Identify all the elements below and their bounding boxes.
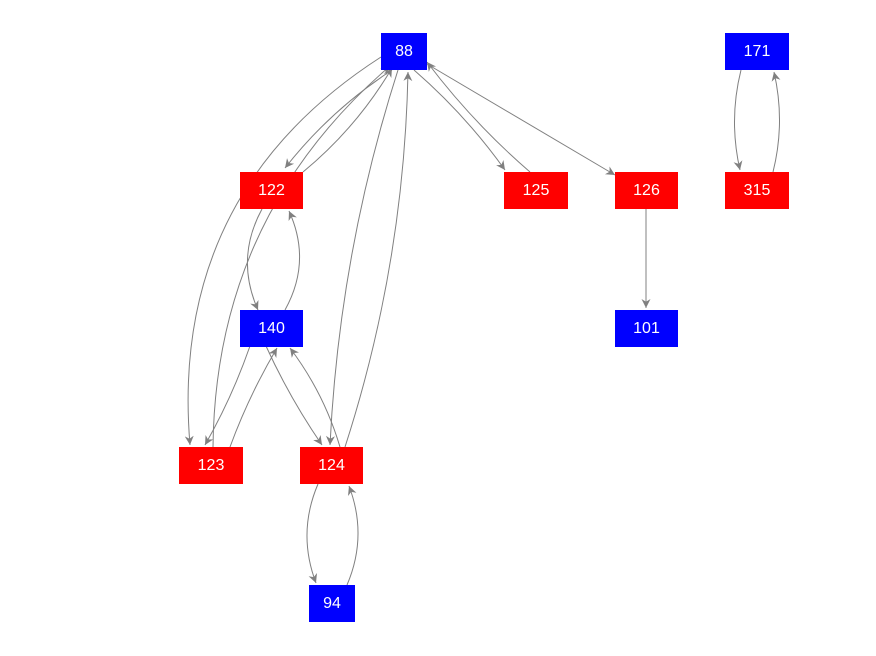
node-124[interactable]: 124: [300, 447, 363, 484]
node-94[interactable]: 94: [309, 585, 355, 622]
edge-88-to-123: [184, 56, 382, 446]
node-101[interactable]: 101: [615, 310, 678, 347]
edge-124-to-94: [306, 483, 319, 584]
node-123[interactable]: 123: [179, 447, 243, 484]
node-125[interactable]: 125: [504, 172, 568, 209]
edge-171-to-315: [733, 69, 743, 171]
node-122[interactable]: 122: [240, 172, 303, 209]
edge-125-to-88: [426, 61, 531, 173]
edge-123-to-140: [229, 347, 278, 448]
edge-124-to-140: [289, 347, 341, 448]
node-88[interactable]: 88: [381, 33, 427, 70]
node-126[interactable]: 126: [615, 172, 678, 209]
edge-88-to-126: [426, 63, 616, 176]
node-315[interactable]: 315: [725, 172, 789, 209]
edge-88-to-122: [284, 69, 393, 169]
node-171[interactable]: 171: [725, 33, 789, 70]
edge-140-to-122: [284, 210, 301, 311]
edge-315-to-171: [771, 71, 781, 173]
edge-94-to-124: [346, 485, 359, 586]
edge-122-to-140: [246, 208, 263, 311]
edge-140-to-124: [265, 345, 323, 446]
edge-123-to-88: [212, 65, 391, 448]
edge-88-to-125: [413, 69, 506, 171]
edge-88-to-124: [325, 69, 399, 446]
edge-140-to-123: [204, 345, 251, 446]
edge-122-to-88: [302, 67, 393, 173]
edge-124-to-88: [344, 71, 413, 448]
node-140[interactable]: 140: [240, 310, 303, 347]
